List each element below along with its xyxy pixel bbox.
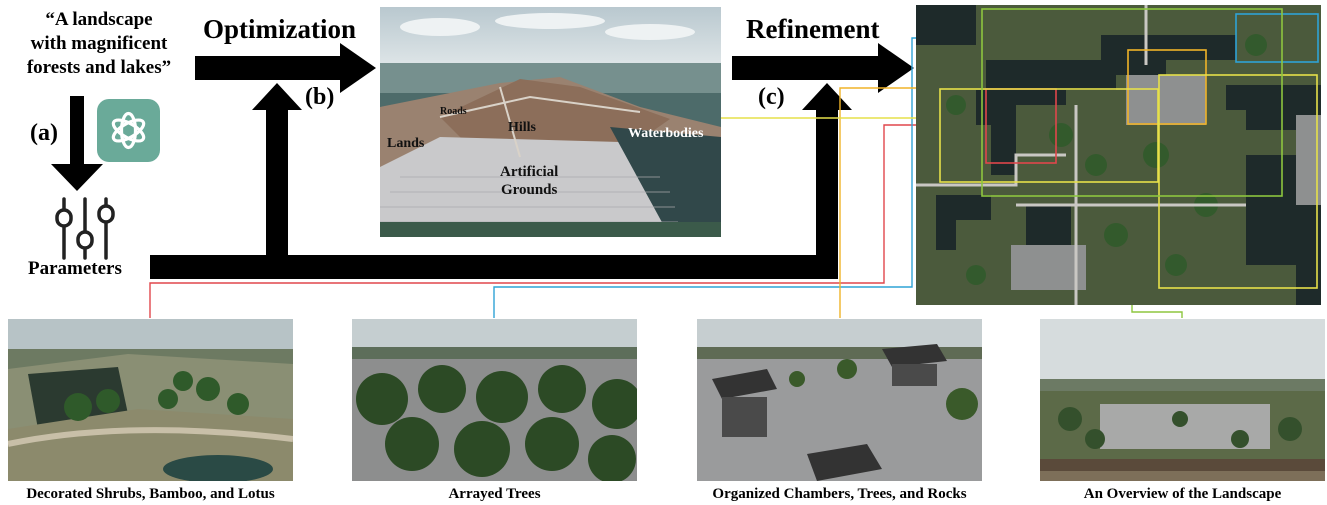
label-artificial-grounds: Artificial Grounds xyxy=(500,163,558,199)
step-c-label: (c) xyxy=(758,84,785,110)
label-lands: Lands xyxy=(387,136,425,151)
label-artificial-line-2: Grounds xyxy=(500,182,558,198)
parameters-label: Parameters xyxy=(28,258,122,279)
shrubs-render-image xyxy=(8,319,293,481)
chatgpt-logo-icon xyxy=(97,99,160,162)
step-b-label: (b) xyxy=(305,84,335,110)
label-artificial-line-1: Artificial xyxy=(500,164,559,180)
text-prompt: “A landscape with magnificent forests an… xyxy=(14,8,184,80)
region-box-orange xyxy=(1127,49,1207,125)
caption-chambers: Organized Chambers, Trees, and Rocks xyxy=(712,486,967,502)
optimization-title: Optimization xyxy=(203,14,356,44)
label-roads: Roads xyxy=(440,106,467,117)
arrow-optimization-right xyxy=(195,43,376,93)
chambers-render-image xyxy=(697,319,982,481)
arrow-refinement-right xyxy=(732,43,914,93)
region-box-yellow-1 xyxy=(939,88,1159,183)
overview-render-image xyxy=(1040,319,1325,481)
prompt-line-3: forests and lakes” xyxy=(26,57,172,78)
caption-shrubs: Decorated Shrubs, Bamboo, and Lotus xyxy=(26,486,275,502)
caption-overview: An Overview of the Landscape xyxy=(1083,486,1282,502)
prompt-line-1: “A landscape xyxy=(45,9,153,30)
label-waterbodies: Waterbodies xyxy=(628,126,704,141)
top-down-map-image xyxy=(916,5,1321,305)
region-box-green xyxy=(981,8,1283,197)
trees-render-image xyxy=(352,319,637,481)
refinement-title: Refinement xyxy=(746,14,880,44)
arrow-a-down xyxy=(51,96,103,191)
arrow-feedback-path xyxy=(150,83,852,279)
caption-trees: Arrayed Trees xyxy=(448,486,541,502)
region-box-yellow-2 xyxy=(1158,74,1318,289)
region-box-blue xyxy=(1235,13,1319,63)
sliders-icon xyxy=(52,196,118,260)
label-hills: Hills xyxy=(508,120,537,135)
step-a-label: (a) xyxy=(30,120,58,146)
prompt-line-2: with magnificent xyxy=(30,33,168,54)
terrain-render-image: Roads Hills Lands Waterbodies Artificial… xyxy=(380,7,721,237)
connector-red xyxy=(149,124,944,318)
